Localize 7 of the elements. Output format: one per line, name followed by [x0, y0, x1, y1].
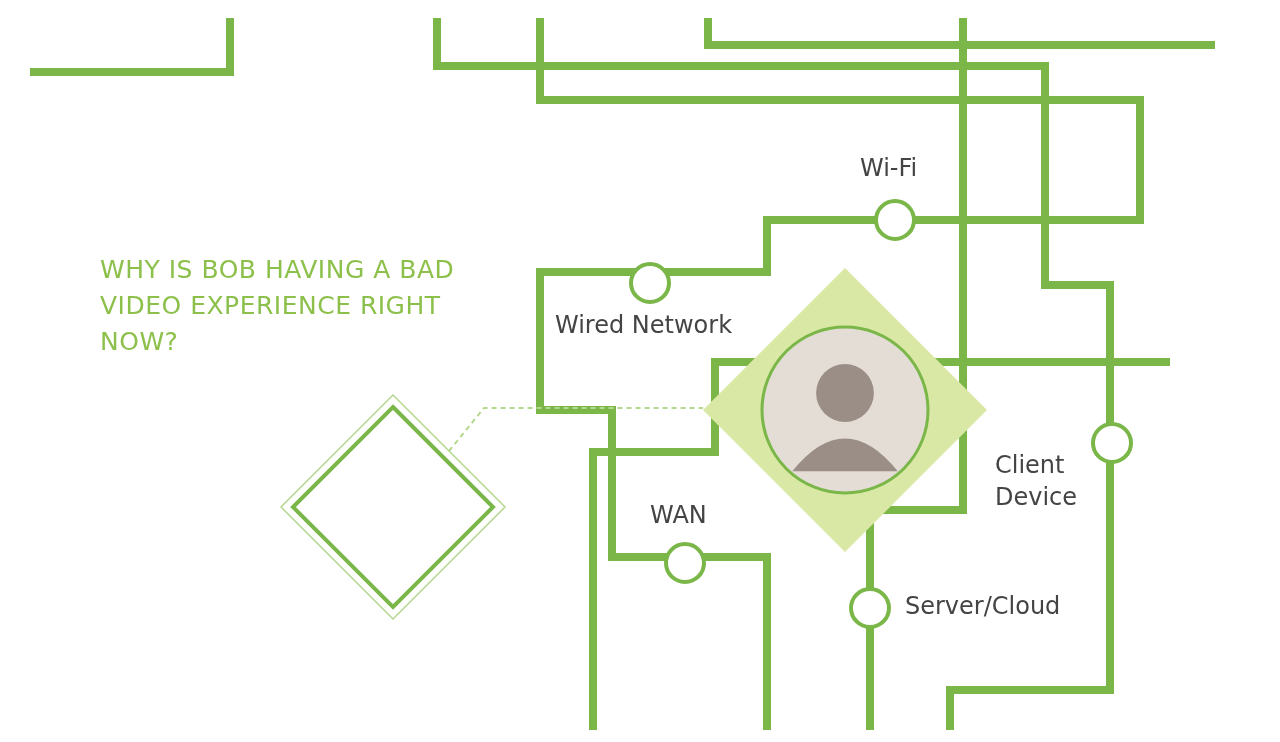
connector-line	[448, 407, 704, 452]
station-label: Wi-Fi	[860, 154, 918, 182]
station-label: Server/Cloud	[905, 592, 1061, 620]
station-label: Client Device	[995, 450, 1079, 513]
station-label: WAN	[650, 501, 707, 529]
headline: WHY IS BOB HAVING A BAD VIDEO EXPERIENCE RIGHT NOW?	[100, 254, 456, 358]
station-label: Wired Network	[555, 311, 733, 339]
